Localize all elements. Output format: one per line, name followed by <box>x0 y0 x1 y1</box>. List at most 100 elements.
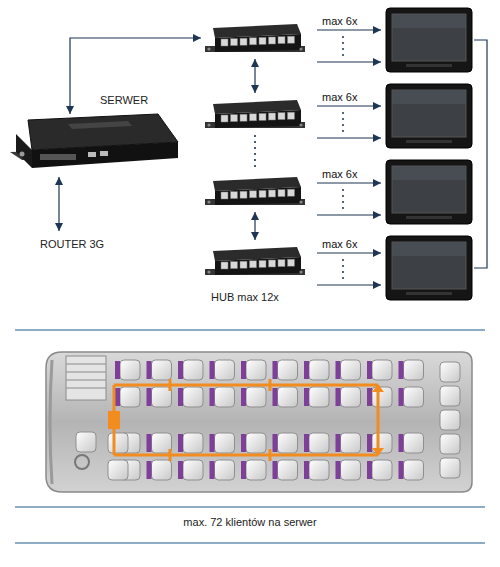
seat-cushion <box>183 387 203 407</box>
monitor-screen <box>386 84 472 148</box>
bus-seat <box>440 434 460 454</box>
seat-monitor <box>304 361 309 379</box>
seat-cushion <box>120 387 140 407</box>
seat-monitor <box>147 434 152 452</box>
monitor-icon <box>386 84 472 148</box>
seat-cushion <box>246 433 266 453</box>
seat-monitor <box>147 361 152 379</box>
bus-seat <box>178 433 203 453</box>
seat-monitor <box>367 388 372 406</box>
seat-cushion <box>76 432 96 452</box>
seat-monitor <box>115 388 120 406</box>
seat-monitor <box>273 361 278 379</box>
arrow-connector <box>317 61 381 62</box>
arrow-connector <box>317 137 381 138</box>
seat-cushion <box>278 433 298 453</box>
seat-monitor <box>399 434 404 452</box>
bus-seat <box>336 460 361 480</box>
arrow-connector <box>317 214 381 215</box>
bus-seat <box>147 460 172 480</box>
arrow-connector <box>317 284 381 285</box>
monitor-screen <box>386 160 472 224</box>
seat-cushion <box>372 360 392 380</box>
bus-plan <box>46 352 472 492</box>
monitor-icon <box>386 8 472 72</box>
bus-seat <box>147 433 172 453</box>
seat-cushion <box>278 387 298 407</box>
bus-seat <box>210 433 235 453</box>
seat-cushion <box>152 360 172 380</box>
hub-device <box>205 175 305 207</box>
seat-cushion <box>341 460 361 480</box>
seat-cushion <box>215 360 235 380</box>
seat-cushion <box>246 460 266 480</box>
seat-cushion <box>183 460 203 480</box>
door-steps <box>66 356 106 400</box>
seat-monitor <box>241 461 246 479</box>
seat-monitor <box>304 434 309 452</box>
separator-line <box>15 506 485 507</box>
seat-cushion <box>440 362 460 382</box>
dotted-leader <box>342 189 344 211</box>
seat-cushion <box>404 433 424 453</box>
bus-seat <box>304 460 329 480</box>
arrow-connector <box>317 105 381 106</box>
seat-cushion <box>215 433 235 453</box>
windshield <box>50 360 52 484</box>
bus-seat <box>440 458 460 478</box>
monitor-screen <box>386 236 472 300</box>
dotted-leader <box>342 36 344 58</box>
seat-cushion <box>440 386 460 406</box>
router-label: ROUTER 3G <box>30 236 114 252</box>
bus-seat <box>304 360 329 380</box>
seat-cushion <box>372 460 392 480</box>
seat-monitor <box>304 461 309 479</box>
node-label: ROUTER 3G <box>40 238 104 251</box>
seat-cushion <box>309 360 329 380</box>
dotted-link <box>254 135 256 170</box>
seat-monitor <box>115 361 120 379</box>
dotted-leader <box>342 259 344 281</box>
seat-monitor <box>178 361 183 379</box>
hub-icon <box>205 22 305 54</box>
dotted-leader <box>342 112 344 134</box>
bus-seat <box>210 387 235 407</box>
arrow-connector <box>317 252 381 253</box>
bus-seat <box>399 433 424 453</box>
hub-device <box>205 22 305 54</box>
bus-seat <box>178 387 203 407</box>
hub-icon <box>205 245 305 277</box>
bus-seat <box>115 360 140 380</box>
bus-seat <box>273 460 298 480</box>
seat-monitor <box>336 388 341 406</box>
seat-monitor <box>210 361 215 379</box>
monitor-bracket <box>474 40 487 268</box>
seat-monitor <box>273 461 278 479</box>
seat-monitor <box>241 388 246 406</box>
seat-monitor <box>304 388 309 406</box>
hub-icon <box>205 175 305 207</box>
bus-seat <box>304 387 329 407</box>
seat-monitor <box>178 461 183 479</box>
arrow-connector <box>254 59 255 93</box>
server-icon <box>8 112 180 172</box>
bus-seat <box>440 386 460 406</box>
seat-monitor <box>336 361 341 379</box>
bus-seat <box>178 460 203 480</box>
bus-seat <box>336 433 361 453</box>
bus-seat <box>367 360 392 380</box>
separator-line <box>15 329 485 330</box>
hub-icon <box>205 98 305 130</box>
bus-seat <box>440 410 460 430</box>
seat-cushion <box>108 460 128 480</box>
seat-cushion <box>183 360 203 380</box>
monitor-screen <box>386 8 472 72</box>
edge-label: max 6x <box>322 91 357 104</box>
monitor-icon <box>386 160 472 224</box>
seat-monitor <box>210 434 215 452</box>
seat-cushion <box>341 433 361 453</box>
bus-outline <box>46 352 472 492</box>
seat-monitor <box>336 461 341 479</box>
seat-monitor <box>210 461 215 479</box>
